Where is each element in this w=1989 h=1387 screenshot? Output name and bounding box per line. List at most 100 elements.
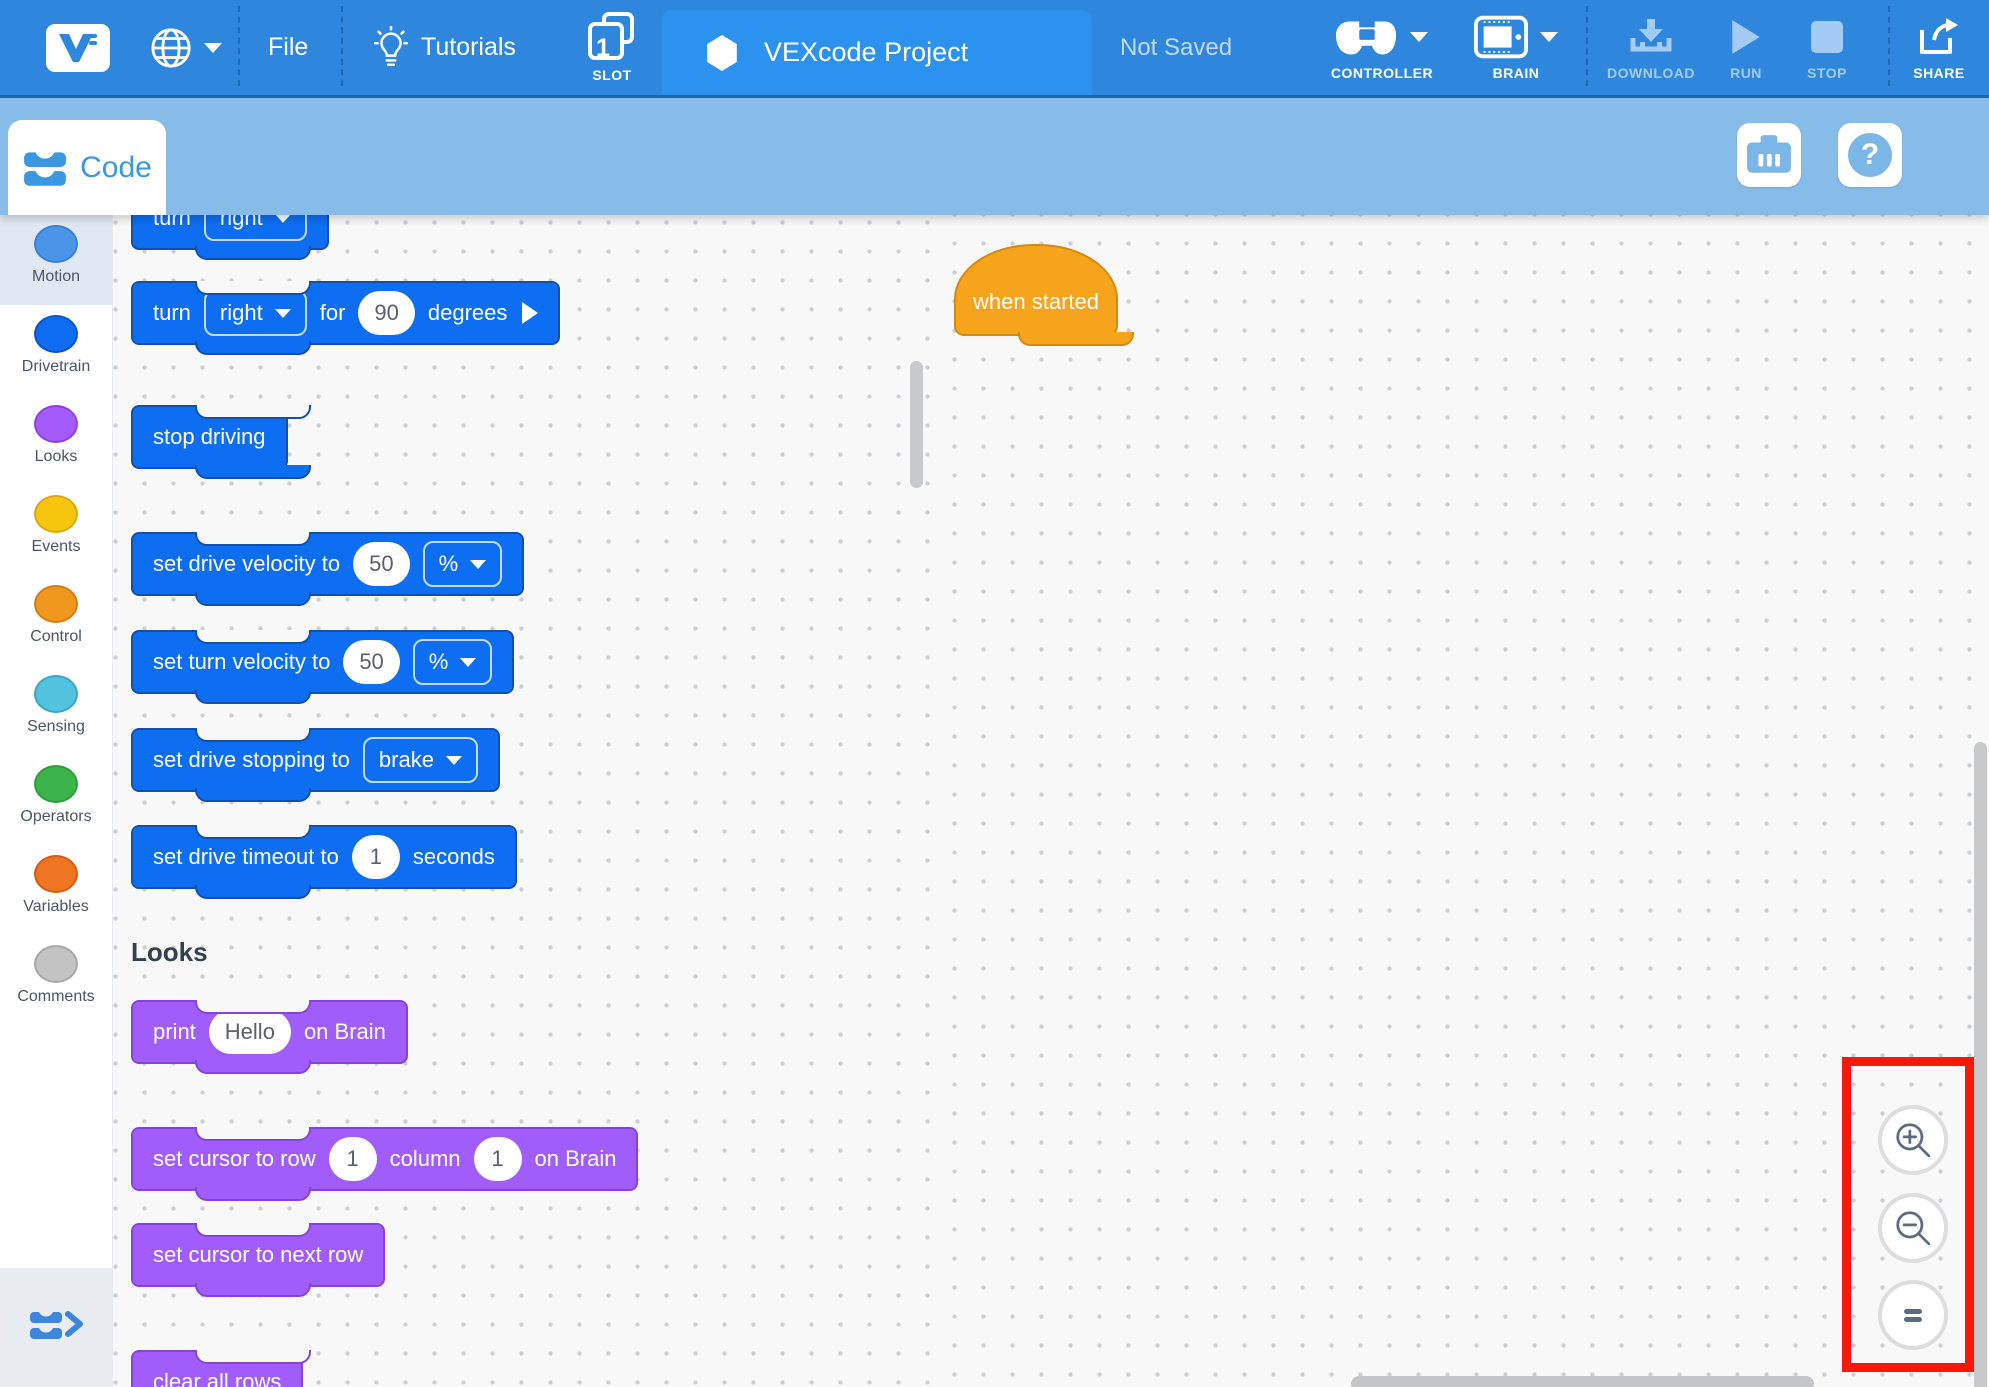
file-menu[interactable]: File [268,0,308,95]
block-text: clear all rows [153,1369,281,1387]
tab-code[interactable]: Code [8,120,166,215]
block-text: set drive velocity to [153,551,340,577]
block-set-drive-velocity[interactable]: set drive velocity to 50 % [131,532,524,596]
top-toolbar: File Tutorials [0,0,1989,98]
toolbar-divider [341,6,343,86]
direction-dropdown[interactable]: right [204,290,307,336]
velocity-value-input[interactable]: 50 [343,640,399,684]
block-clear-all-rows[interactable]: clear all rows [131,1350,303,1387]
download-button[interactable]: DOWNLOAD [1598,12,1704,81]
control-category-icon [34,585,78,623]
direction-dropdown[interactable]: right [204,215,307,241]
block-text: on Brain [304,1019,386,1045]
row-value-input[interactable]: 1 [329,1137,377,1181]
vertical-scrollbar[interactable] [1974,742,1987,1387]
toolbar-divider [1888,6,1890,86]
stop-button[interactable]: STOP [1794,12,1860,81]
toolbar-divider [1586,6,1588,86]
looks-category-icon [34,405,78,443]
block-text: set turn velocity to [153,649,330,675]
block-turn[interactable]: turn right [131,215,329,250]
sidebar-item-operators[interactable]: Operators [0,755,112,845]
block-palette[interactable]: turn right turn right for 90 degrees sto… [113,215,930,1387]
run-icon [1728,18,1764,56]
sidebar-item-motion[interactable]: Motion [0,215,112,305]
motion-category-icon [34,225,78,263]
sidebar-item-sensing[interactable]: Sensing [0,665,112,755]
block-text: set cursor to row [153,1146,316,1172]
tutorials-label: Tutorials [421,33,516,62]
block-set-cursor-next-row[interactable]: set cursor to next row [131,1223,385,1287]
reset-zoom-button[interactable] [1878,1280,1948,1350]
controller-icon [1336,15,1398,59]
sidebar-item-events[interactable]: Events [0,485,112,575]
stop-icon [1810,20,1844,54]
help-button[interactable]: ? [1838,123,1902,187]
chevron-down-icon [1540,32,1558,42]
chevron-down-icon [275,215,291,223]
expand-arrow-icon[interactable] [522,302,538,324]
zoom-out-button[interactable] [1878,1193,1948,1263]
chevron-down-icon [275,309,291,318]
chevron-down-icon [1410,32,1428,42]
block-text: degrees [428,300,508,326]
slot-button[interactable]: 1 SLOT [584,12,640,83]
chevron-down-icon [460,658,476,667]
reset-zoom-icon [1895,1297,1931,1333]
block-print-on-brain[interactable]: print Hello on Brain [131,1000,408,1064]
block-set-drive-timeout[interactable]: set drive timeout to 1 seconds [131,825,517,889]
sidebar-item-variables[interactable]: Variables [0,845,112,935]
slot-number: 1 [586,34,620,63]
degrees-value-input[interactable]: 90 [358,291,414,335]
block-text: set drive timeout to [153,844,339,870]
workspace-canvas[interactable]: when started [930,215,1989,1387]
controller-menu[interactable]: CONTROLLER [1316,12,1448,81]
run-label: RUN [1730,65,1762,81]
brain-menu[interactable]: BRAIN [1460,12,1572,81]
block-text: stop driving [153,424,266,450]
block-text: turn [153,215,191,231]
slot-label: SLOT [584,67,640,83]
share-icon [1918,17,1960,57]
palette-scrollbar[interactable] [910,361,923,488]
controller-label: CONTROLLER [1331,65,1433,81]
block-set-cursor-row-column[interactable]: set cursor to row 1 column 1 on Brain [131,1127,638,1191]
vex-logo-icon [57,32,99,64]
share-button[interactable]: SHARE [1900,12,1978,81]
sidebar-item-drivetrain[interactable]: Drivetrain [0,305,112,395]
zoom-in-button[interactable] [1878,1105,1948,1175]
block-text: turn [153,300,191,326]
vex-logo[interactable] [46,24,110,72]
device-info-button[interactable] [1737,123,1801,187]
sidebar-item-comments[interactable]: Comments [0,935,112,1025]
zoom-in-icon [1893,1120,1933,1160]
block-turn-for-degrees[interactable]: turn right for 90 degrees [131,281,560,345]
chevron-down-icon [470,560,486,569]
share-label: SHARE [1913,65,1965,81]
unit-dropdown[interactable]: % [413,639,493,685]
block-set-turn-velocity[interactable]: set turn velocity to 50 % [131,630,514,694]
stop-label: STOP [1807,65,1847,81]
column-value-input[interactable]: 1 [474,1137,522,1181]
block-when-started[interactable]: when started [954,244,1118,336]
block-set-drive-stopping[interactable]: set drive stopping to brake [131,728,500,792]
question-mark-icon: ? [1848,133,1892,177]
sidebar-item-control[interactable]: Control [0,575,112,665]
tutorials-button[interactable]: Tutorials [372,0,516,95]
language-menu[interactable] [150,0,222,95]
block-text: seconds [413,844,495,870]
timeout-value-input[interactable]: 1 [352,835,400,879]
unit-dropdown[interactable]: % [423,541,503,587]
globe-icon [150,27,192,69]
sidebar-item-looks[interactable]: Looks [0,395,112,485]
run-button[interactable]: RUN [1712,12,1780,81]
horizontal-scrollbar[interactable] [1351,1376,1814,1387]
block-stop-driving[interactable]: stop driving [131,405,288,469]
view-tab-bar: Code ? [0,98,1989,215]
print-text-input[interactable]: Hello [209,1010,291,1054]
blocks-icon [22,147,68,189]
project-title-button[interactable]: VEXcode Project [662,10,1092,95]
velocity-value-input[interactable]: 50 [353,542,409,586]
stopping-mode-dropdown[interactable]: brake [363,737,478,783]
toggle-palette-button[interactable] [0,1268,112,1387]
